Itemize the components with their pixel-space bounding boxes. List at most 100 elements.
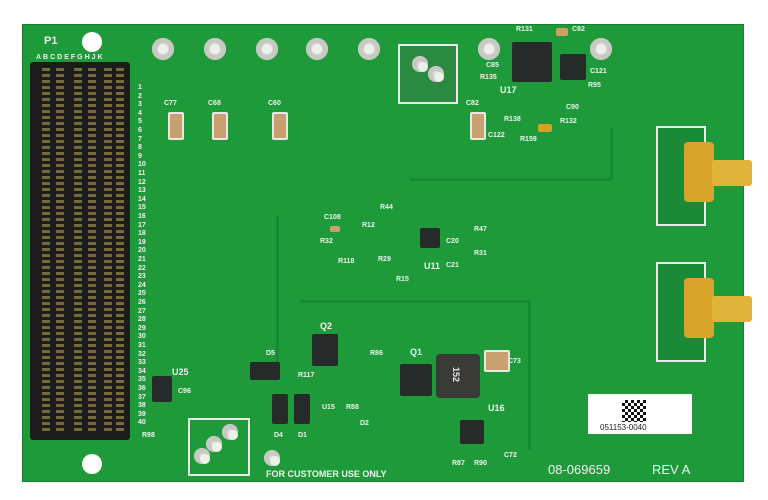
label-r44: R44 [380,204,393,211]
connector-row-number: 16 [138,213,146,220]
part-number: 08-069659 [548,462,611,477]
sma-connector-bottom [684,278,714,338]
copper-trace [528,300,531,450]
label-c77: C77 [164,100,177,107]
label-r117: R117 [298,372,315,379]
transistor-q2 [312,334,338,366]
copper-trace [300,300,530,303]
connector-row-number: 24 [138,281,146,289]
connector-row-number: 6 [138,127,142,134]
connector-row-number: 4 [138,109,142,117]
customer-test-point [264,450,280,466]
connector-row-number: 21 [138,256,146,263]
test-point-via [306,38,328,60]
connector-row-number: 29 [138,324,146,332]
connector-row-number: 17 [138,221,146,229]
connector-row-number: 10 [138,161,146,169]
label-r31: R31 [474,250,487,257]
label-c20: C20 [446,238,459,245]
label-r47: R47 [474,226,487,233]
copper-trace [410,178,610,181]
connector-row-number: 39 [138,410,146,418]
connector-row-number: 26 [138,299,146,306]
customer-use-label: FOR CUSTOMER USE ONLY [266,469,387,479]
diode-d5 [250,362,280,380]
connector-row-number: 33 [138,359,146,367]
connector-row-number: 35 [138,376,146,384]
label-c60: C60 [268,100,281,107]
sma-barrel-bottom [712,296,752,322]
label-r86: R86 [370,350,383,357]
test-point-via [204,38,226,60]
label-d1: D1 [298,432,307,439]
revision: REV A [652,462,691,477]
connector-row-number: 5 [138,118,142,126]
label-c21: C21 [446,262,459,269]
datamatrix-code [622,400,646,422]
label-r135: R135 [480,74,497,81]
label-c92: C92 [572,26,585,33]
connector-ref-label: P1 [44,35,58,47]
capacitor-c92 [556,28,568,36]
test-point-via [478,38,500,60]
label-d5: D5 [266,350,275,357]
connector-row-number: 32 [138,350,146,358]
copper-trace [276,216,279,366]
label-c122: C122 [488,132,505,139]
capacitor-c73 [484,350,510,372]
label-c82: C82 [466,100,479,107]
label-c121: C121 [590,68,607,75]
high-density-connector [30,62,130,440]
label-r118: R118 [338,258,355,265]
label-u11: U11 [424,261,441,271]
connector-row-number: 30 [138,333,146,341]
connector-column-labels: ABCDEFGHJK [36,54,105,61]
sticker-serial: 051153-0040 [600,423,647,432]
connector-row-number: 31 [138,342,146,349]
ic-u17 [512,42,552,82]
capacitor-c68 [212,112,228,140]
inductor-l1 [436,354,480,398]
connector-row-number: 9 [138,152,142,160]
label-d2: D2 [360,420,369,427]
connector-row-number: 14 [138,195,146,203]
capacitor-c77 [168,112,184,140]
resistor-array [538,124,552,132]
test-point-via [222,424,238,440]
connector-row-number: 28 [138,316,146,324]
label-r98: R98 [142,432,155,439]
connector-row-number: 8 [138,144,142,152]
copper-trace [610,128,613,180]
test-point-via [152,38,174,60]
connector-row-number: 27 [138,307,146,315]
connector-row-number: 13 [138,187,146,195]
transistor-q1 [400,364,432,396]
label-r159: R159 [520,136,537,143]
test-point-via [590,38,612,60]
test-point-via [358,38,380,60]
label-c73: C73 [508,358,521,365]
connector-row-number: 38 [138,402,146,410]
label-r95: R95 [588,82,601,89]
label-r12: R12 [362,222,375,229]
capacitor-c108 [330,226,340,232]
label-u25: U25 [172,367,189,377]
inductor-marking: 152 [451,366,462,383]
label-c68: C68 [208,100,221,107]
mounting-hole-bottom-left [82,454,102,474]
label-r32: R32 [320,238,333,245]
label-q1: Q1 [410,347,423,357]
connector-row-number: 20 [138,247,146,255]
capacitor-c60 [272,112,288,140]
connector-row-number: 40 [138,419,146,427]
connector-row-number: 1 [138,84,142,91]
ic-u11 [420,228,440,248]
connector-row-number: 23 [138,273,146,281]
connector-row-number: 18 [138,230,146,238]
test-point-via [256,38,278,60]
mounting-hole-top-left [82,32,102,52]
ic-u25 [152,376,172,402]
label-c90: C90 [566,104,579,111]
test-point-via [412,56,428,72]
label-r90: R90 [474,460,487,467]
